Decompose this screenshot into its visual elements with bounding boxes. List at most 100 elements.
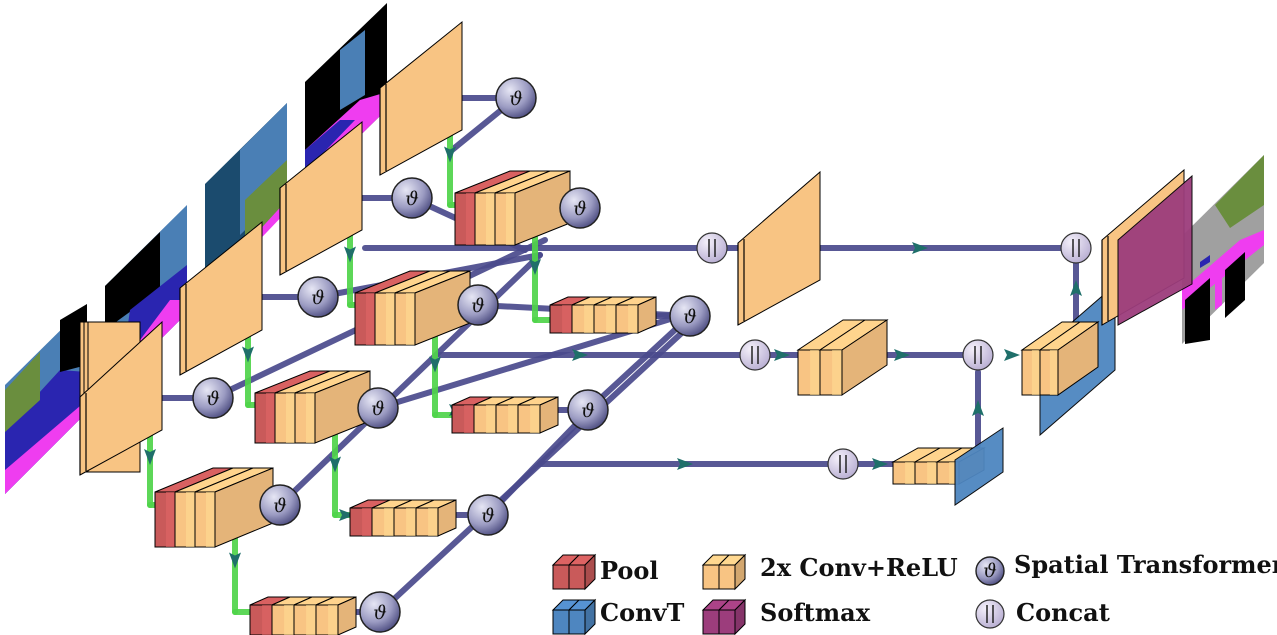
legend-swatches: ϑ [551,553,1005,635]
spatial-transformer-circle [567,389,609,431]
flow-arrow-head [972,400,984,416]
decoder-conv-block-final-highlight [1049,350,1058,395]
spatial-transformer-node: ϑ [559,187,601,229]
pool-conv-block-l2-1-highlight [186,492,195,547]
pool-conv-block-l3-2 [349,499,457,537]
spatial-transformer-circle [259,484,301,526]
downsample-arrow-head [429,356,441,373]
pool-conv-block-l2-2-highlight [306,393,315,443]
spatial-transformer-node: ϑ [669,295,711,337]
spatial-transformer-circle [467,494,509,536]
spatial-transformer-circle [457,284,499,326]
pool-conv-block-l3-3-segment [495,396,537,434]
operators: ϑ ϑ ϑ ϑ ϑ ϑ ϑ ϑ ϑ ϑ ϑ ϑ [192,77,1092,633]
pool-conv-block-l3-2-highlight [428,508,438,536]
legend-swatch-softmax-front [702,609,720,635]
decoder-conv-block-mid-highlight [810,350,820,395]
pool-conv-block-l2-4-highlight [486,193,495,245]
decoder-conv-block-mid-side [841,319,888,396]
pool-conv-block-l3-4-side [637,296,657,334]
softmax-slab-face [1117,174,1193,326]
concat-circle [975,599,1005,629]
spatial-transformer-symbol: ϑ [481,505,495,527]
decoder-conv-block-final-highlight [1031,350,1040,395]
spatial-transformer-node: ϑ [457,284,499,326]
legend-swatch-concat [975,599,1005,629]
spatial-transformer-symbol: ϑ [471,295,485,317]
pool-conv-block-l2-2 [254,370,371,444]
pool-conv-block-l3-2-segment [415,499,457,537]
spatial-transformer-node: ϑ [567,389,609,431]
downsample-arrow-head [229,552,241,569]
blocks [79,20,1193,635]
spatial-transformer-circle [357,387,399,429]
input-image-1 [5,304,87,494]
downsample-arrow-head [344,246,356,263]
concat-node [827,448,859,480]
pool-conv-block-l3-2-highlight [384,508,394,536]
legend-swatch-convt-front [568,609,586,635]
decoder-conv-block-mid [796,319,889,396]
pool-conv-block-l2-4-highlight [466,193,475,245]
downsample-arrow-head [444,146,456,163]
pool-conv-block-l2-3-highlight [366,293,375,345]
pool-conv-block-l3-2-side [437,499,457,537]
downsample-arrow-head [529,259,541,275]
spatial-transformer-node: ϑ [495,77,537,119]
legend-swatch-pool-side [584,553,596,591]
spatial-transformer-node: ϑ [357,387,399,429]
spatial-transformer-node: ϑ [391,177,433,219]
spatial-transformer-symbol: ϑ [509,88,523,110]
concat-circle [962,339,994,371]
pool-conv-block-l2-1-highlight [166,492,175,547]
legend-swatch-softmax [701,598,747,635]
pool-conv-block-l2-1 [154,467,274,548]
decoder-conv-block-low-highlight [905,462,915,484]
pool-conv-block-l2-3-highlight [406,293,415,345]
flow-arrow-head [339,509,355,521]
pool-conv-block-l2-1-highlight [206,492,215,547]
pool-conv-block-l2-3-highlight [386,293,395,345]
legend-label-conv: 2x Conv+ReLU [760,553,958,582]
legend-swatch-convt-side [584,598,596,635]
pool-conv-block-l3-3-highlight [486,405,496,433]
spatial-transformer-symbol: ϑ [405,188,419,210]
legend-swatch-softmax-side [734,598,746,635]
pool-conv-block-l3-3-side [539,396,559,434]
concat-circle [696,232,728,264]
legend: ϑ Pool 2x Conv+ReLU Spatial Transformer … [551,550,1277,635]
pool-conv-block-l3-3-highlight [508,405,518,433]
concat-circle [739,339,771,371]
spatial-transformer-symbol: ϑ [273,495,287,517]
downsample-arrow-head [144,449,156,465]
spatial-transformer-symbol: ϑ [206,388,220,410]
pool-conv-block-l2-2-highlight [286,393,295,443]
decoder-conv-block-mid-segment [796,319,867,396]
legend-label-spatial-transformer: Spatial Transformer [1014,550,1277,579]
pool-conv-block-l3-3-highlight [464,405,474,433]
spatial-transformer-circle [559,187,601,229]
decoder-conv-block-final [1020,321,1100,396]
spatial-transformer-node: ϑ [297,276,339,318]
decoder-conv-block-low-segment [913,447,964,485]
pool-conv-block-l3-2-highlight [406,508,416,536]
pool-conv-block-l3-1-side [337,596,357,635]
pool-conv-block-l2-3 [354,270,471,346]
legend-swatch-convt [551,598,597,635]
decoder-conv-block-low-highlight [927,462,937,484]
convt-block-low [954,427,1004,506]
pool-conv-block-l2-3-segment [354,270,431,346]
legend-label-concat: Concat [1016,598,1110,627]
flow-arrow-head [774,349,790,361]
flow-arrow-head [894,349,910,361]
spatial-transformer-symbol: ϑ [311,287,325,309]
flow-arrow-head [912,242,928,254]
spatial-transformer-circle [975,556,1005,586]
pool-conv-block-l3-4-highlight [606,305,616,333]
legend-label-convt: ConvT [600,598,685,627]
flow-arrow-head [1070,280,1082,296]
spatial-transformer-symbol: ϑ [983,560,997,582]
output-image [1182,155,1264,344]
decoder-conv-block-final-side [1057,321,1099,396]
pool-conv-block-l3-4-highlight [628,305,638,333]
